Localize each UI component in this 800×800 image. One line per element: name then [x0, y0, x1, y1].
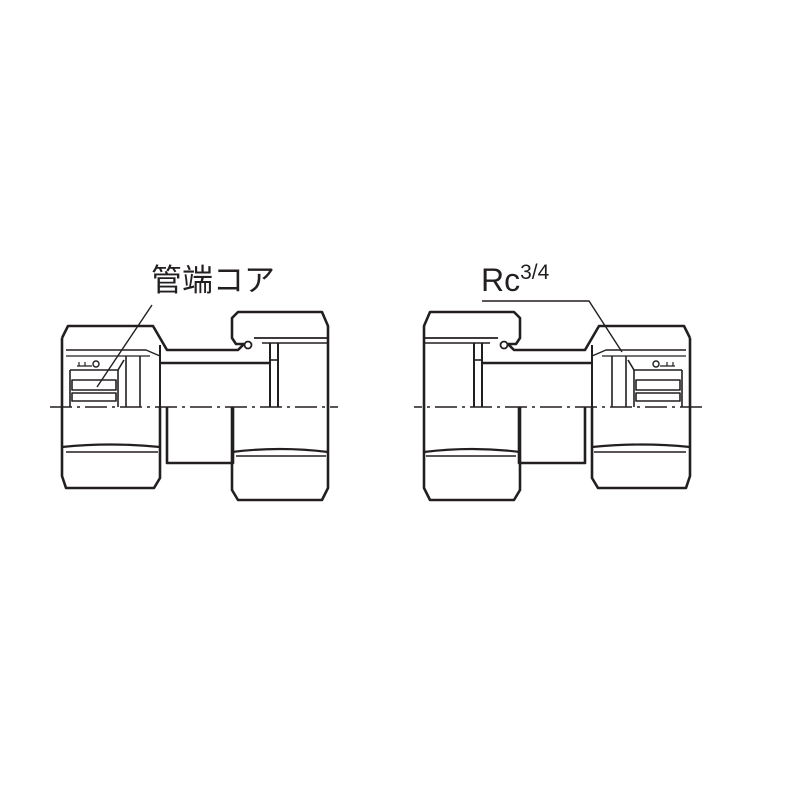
thread-size-label: Rc3/4	[481, 261, 550, 298]
right-fitting	[412, 310, 704, 502]
thread-type: Rc	[481, 262, 521, 298]
left-fitting	[48, 310, 340, 502]
left-leader-line	[96, 304, 153, 388]
pipe-end-core-label: 管端コア	[151, 263, 275, 299]
thread-fraction: 3/4	[520, 261, 550, 284]
right-leader-line	[482, 300, 623, 353]
